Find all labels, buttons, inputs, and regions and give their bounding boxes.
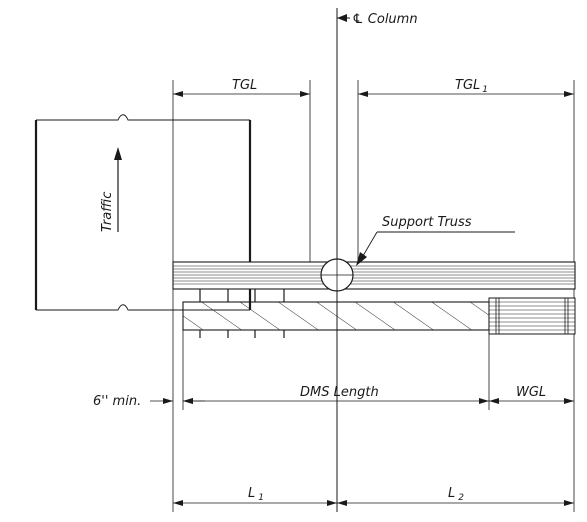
roadway-lane <box>34 114 252 311</box>
column-label: ℄ Column <box>352 12 418 27</box>
hanger-bolts <box>199 289 285 338</box>
tgl-label: TGL <box>232 78 257 93</box>
traffic-label: Traffic <box>100 192 115 232</box>
support-truss <box>172 261 576 290</box>
tgl1-dimension <box>358 91 574 97</box>
wgl-label: WGL <box>516 385 546 400</box>
walkway-grating <box>488 297 576 335</box>
tgl-dimension <box>173 91 310 97</box>
support-truss-label: Support Truss <box>382 215 472 230</box>
dms-length-dimension <box>183 398 489 404</box>
extension-lines <box>172 80 575 512</box>
wgl-dimension <box>489 398 574 404</box>
l1-dimension <box>173 500 337 506</box>
l2-dimension <box>337 500 574 506</box>
dms-length-label: DMS Length <box>300 385 379 400</box>
support-truss-leader <box>356 231 515 266</box>
column-section <box>320 258 354 292</box>
traffic-arrow-icon <box>114 147 122 232</box>
six-inch-min-label: 6'' min. <box>93 394 141 409</box>
dms-sign-panel <box>182 301 490 331</box>
